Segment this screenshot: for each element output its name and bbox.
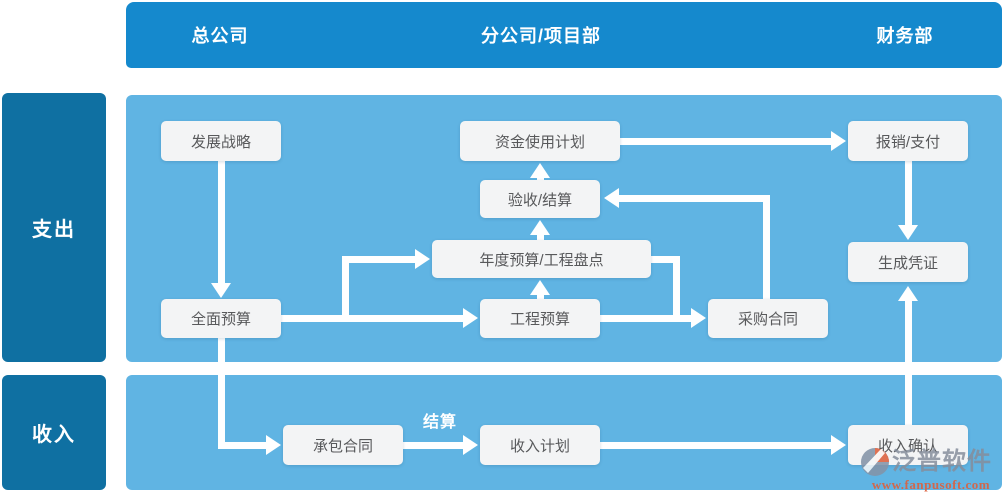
lane-tab-expense-label: 支出 xyxy=(32,219,76,241)
lane-tab-expense: 支出 xyxy=(2,93,106,362)
flow-node-generate-voucher: 生成凭证 xyxy=(848,242,968,282)
edge-purchase-to-acceptance-segment xyxy=(762,194,770,303)
edge-strategy-to-budget-segment xyxy=(217,157,225,287)
edge-projectbudget-to-annual-arrowhead xyxy=(530,280,550,295)
edge-annual-to-acceptance-segment xyxy=(536,231,544,244)
flow-node-comprehensive-budget: 全面预算 xyxy=(161,299,281,338)
edge-contracting-to-incomeplan-arrowhead xyxy=(463,435,478,455)
edge-strategy-to-budget-arrowhead xyxy=(211,283,231,298)
edge-fundplan-to-reimbursement-arrowhead xyxy=(831,131,846,151)
edge-label-结算: 结算 xyxy=(422,414,458,431)
edge-confirmation-to-voucher-segment xyxy=(904,297,912,429)
edge-annual-join-purchase-segment xyxy=(647,255,680,263)
edge-fundplan-to-reimbursement-segment xyxy=(616,137,835,145)
edge-budget-to-projectbudget-segment xyxy=(277,314,467,322)
edge-annual-join-purchase-segment xyxy=(672,255,680,319)
edge-acceptance-to-fundplan-segment xyxy=(536,174,544,184)
flow-node-income-plan: 收入计划 xyxy=(480,425,600,465)
flow-node-purchase-contract: 采购合同 xyxy=(708,299,828,338)
edge-acceptance-to-fundplan-arrowhead xyxy=(530,163,550,178)
flow-node-development-strategy: 发展战略 xyxy=(161,121,281,161)
edge-purchase-to-acceptance-arrowhead xyxy=(604,188,619,208)
edge-contracting-to-incomeplan-segment xyxy=(399,441,467,449)
header-column-branch-project: 分公司/项目部 xyxy=(480,26,602,46)
flow-node-contracting-contract: 承包合同 xyxy=(283,425,403,465)
edge-projectbudget-to-annual-segment xyxy=(536,291,544,303)
edge-budget-branch-to-annual-segment xyxy=(341,255,419,263)
flow-node-acceptance-settlement: 验收/结算 xyxy=(480,180,600,218)
fanpu-watermark: 泛普软件 www.fanpusoft.com xyxy=(860,447,1002,491)
edge-budget-to-contracting-segment xyxy=(217,441,270,449)
edge-budget-branch-to-annual-arrowhead xyxy=(415,249,430,269)
edge-reimbursement-to-voucher-segment xyxy=(904,157,912,229)
flow-node-annual-budget-inventory: 年度预算/工程盘点 xyxy=(432,240,651,278)
edge-projectbudget-to-purchase-segment xyxy=(596,314,695,322)
watermark-brand-text: 泛普软件 xyxy=(892,448,992,475)
edge-budget-to-contracting-arrowhead xyxy=(266,435,281,455)
edge-projectbudget-to-purchase-arrowhead xyxy=(691,308,706,328)
swimlane-header: 总公司 分公司/项目部 财务部 xyxy=(126,2,1002,68)
edge-confirmation-to-voucher-arrowhead xyxy=(898,286,918,301)
header-column-head-office: 总公司 xyxy=(191,26,249,46)
edge-reimbursement-to-voucher-arrowhead xyxy=(898,225,918,240)
edge-incomeplan-to-confirmation-segment xyxy=(596,441,835,449)
edge-annual-to-acceptance-arrowhead xyxy=(530,220,550,235)
header-column-finance: 财务部 xyxy=(876,26,934,46)
edge-budget-to-contracting-segment xyxy=(217,334,225,449)
edge-incomeplan-to-confirmation-arrowhead xyxy=(831,435,846,455)
edge-budget-to-projectbudget-arrowhead xyxy=(463,308,478,328)
watermark-url-text: www.fanpusoft.com xyxy=(871,477,991,492)
flow-node-project-budget: 工程预算 xyxy=(480,299,600,338)
lane-tab-income-label: 收入 xyxy=(32,424,76,446)
flow-node-reimbursement-payment: 报销/支付 xyxy=(848,121,968,161)
edge-purchase-to-acceptance-segment xyxy=(615,194,770,202)
lane-tab-income: 收入 xyxy=(2,375,106,490)
flow-node-fund-usage-plan: 资金使用计划 xyxy=(460,121,620,161)
edge-budget-branch-to-annual-segment xyxy=(341,255,349,322)
fanpu-logo-icon xyxy=(861,448,889,476)
